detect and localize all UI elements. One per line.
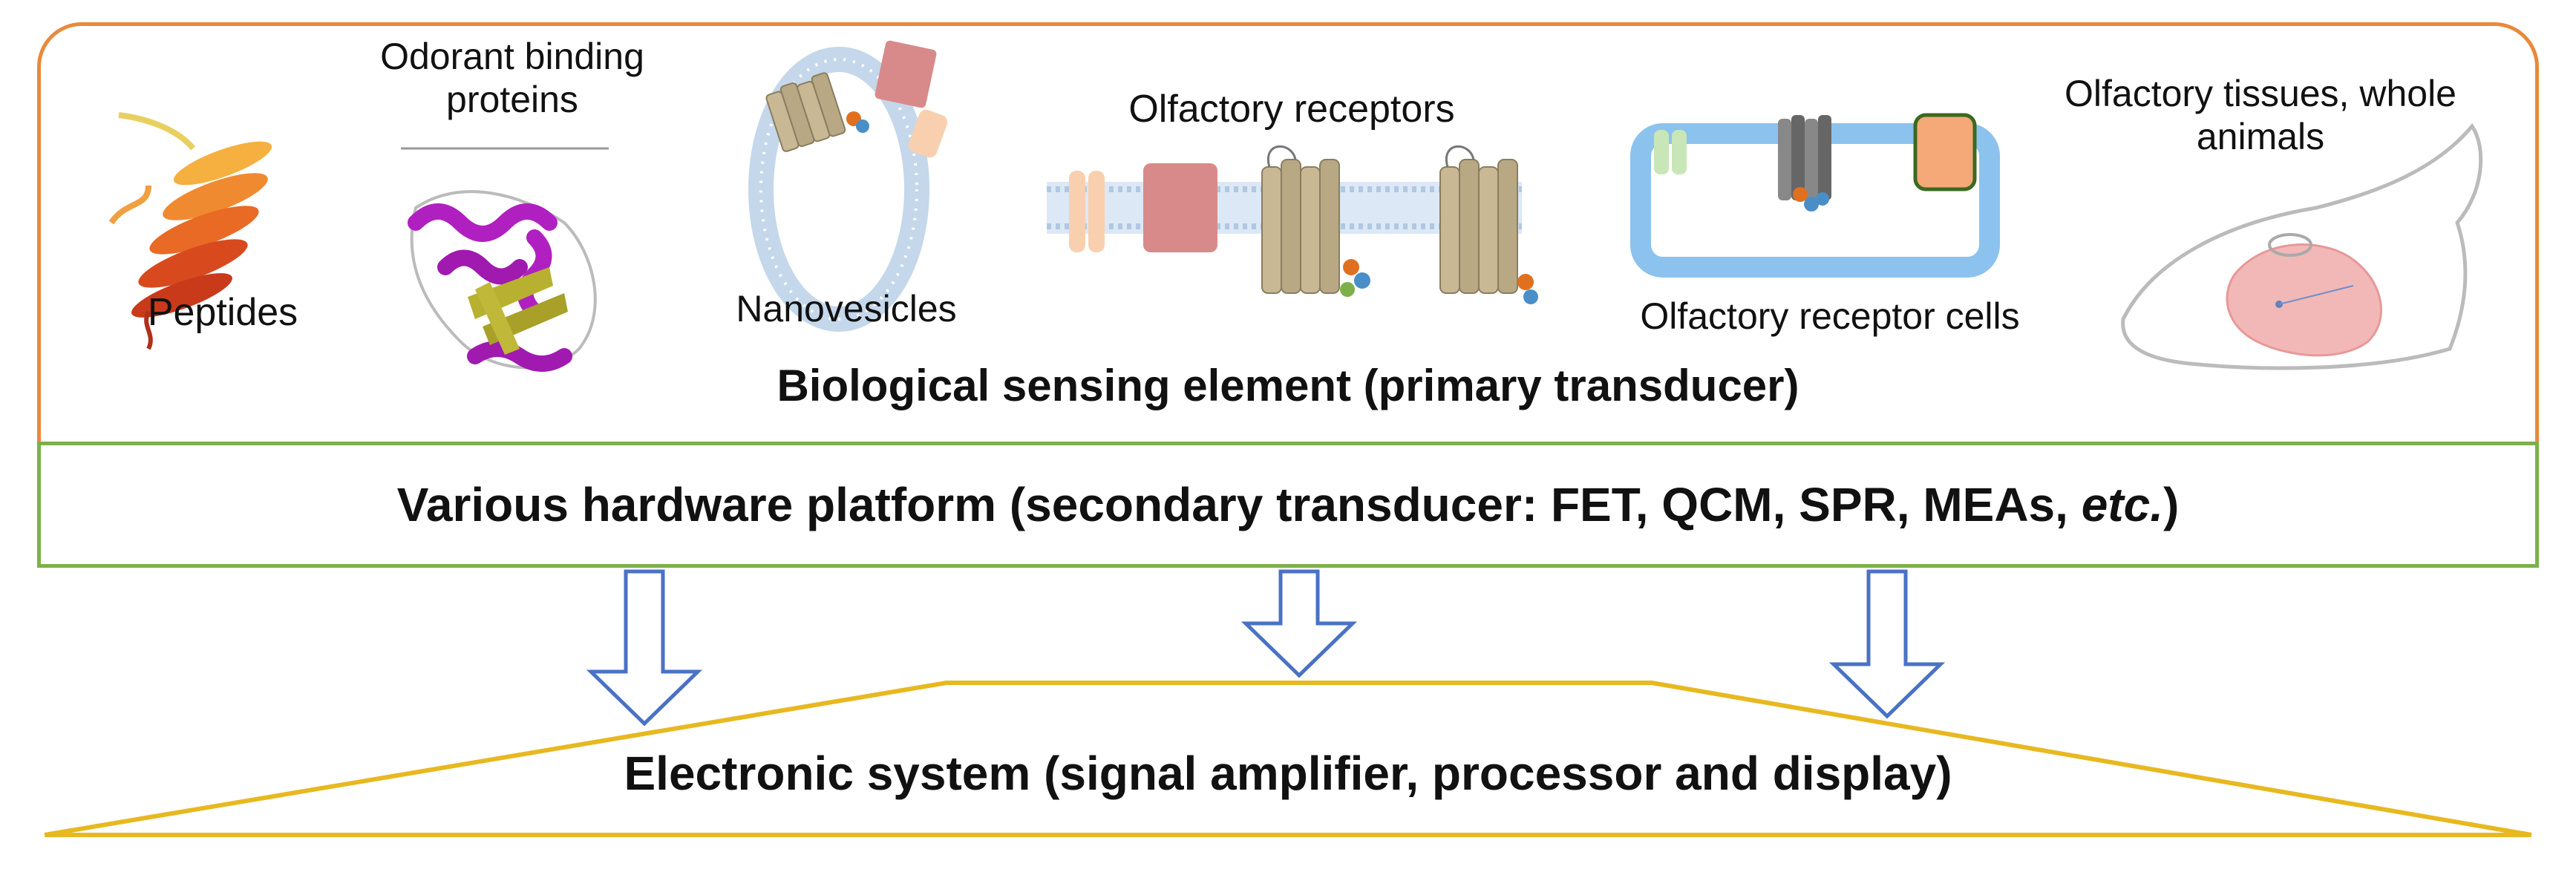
secondary-transducer-panel: Various hardware platform (secondary tra… xyxy=(37,442,2539,568)
olfactory-receptor-icon xyxy=(1047,145,1538,304)
olfactory-receptor-cells-label: Olfactory receptor cells xyxy=(1640,295,2020,337)
odorant-binding-protein-icon xyxy=(401,147,609,372)
down-arrow-center xyxy=(1240,569,1358,678)
olfactory-tissues-label: Olfactory tissues, whole animals xyxy=(2065,73,2456,157)
olfactory-receptors-label: Olfactory receptors xyxy=(1128,88,1455,131)
olfactory-receptor-cell-icon xyxy=(1630,113,2000,278)
peptides-label: Peptides xyxy=(147,291,298,334)
electronic-system-title: Electronic system (signal amplifier, pro… xyxy=(624,747,1952,800)
peptide-icon xyxy=(108,112,272,350)
nanovesicles-label: Nanovesicles xyxy=(736,288,957,330)
down-arrow-right xyxy=(1828,569,1946,719)
down-arrow-left xyxy=(586,569,703,727)
primary-transducer-panel xyxy=(37,22,2539,442)
electronic-system-outline xyxy=(44,681,2532,837)
primary-transducer-title: Biological sensing element (primary tran… xyxy=(777,361,1799,410)
animal-head-icon xyxy=(2121,122,2483,370)
odorant-binding-proteins-label: Odorant binding proteins xyxy=(380,36,644,120)
nanovesicle-icon xyxy=(748,40,948,332)
secondary-transducer-label: Various hardware platform (secondary tra… xyxy=(396,478,2180,531)
